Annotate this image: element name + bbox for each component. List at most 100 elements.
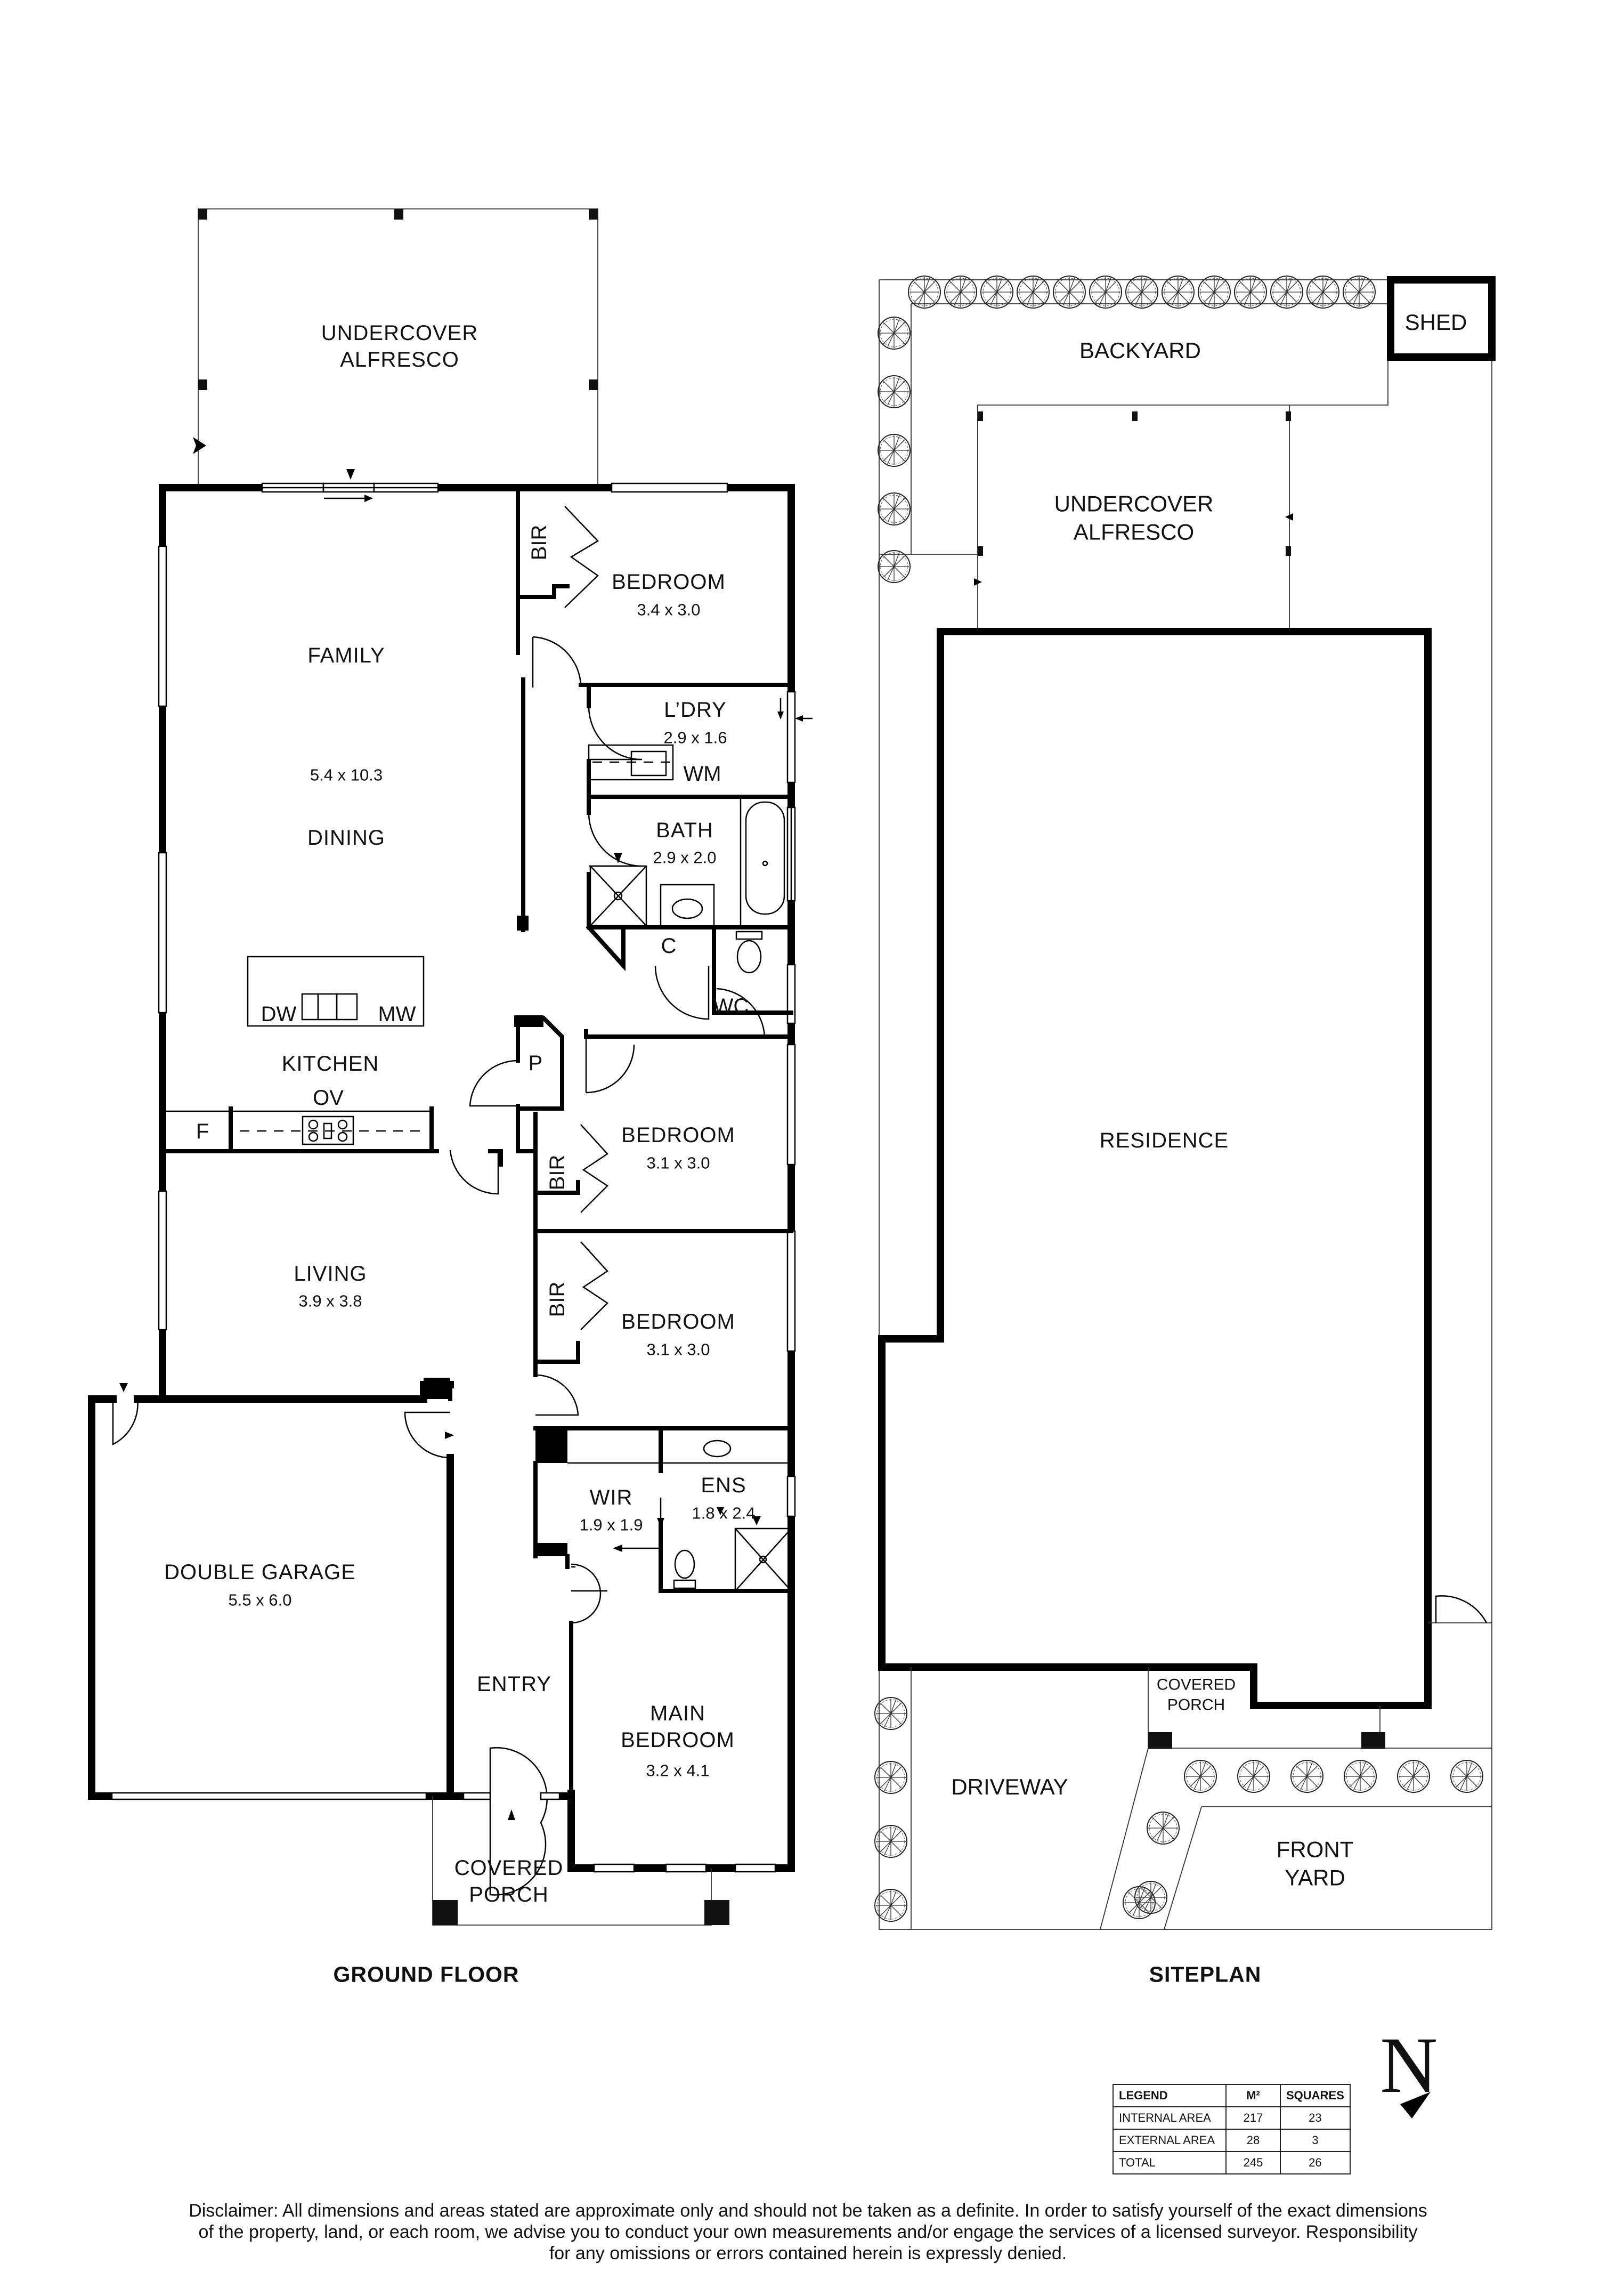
legend-header-row: LEGEND M² SQUARES — [1112, 2084, 1351, 2107]
label-kitchen: KITCHEN — [281, 1052, 379, 1076]
legend-header-m2: M² — [1225, 2084, 1281, 2107]
window-main-bed-3 — [734, 1863, 776, 1873]
label-wir-dims: 1.9 x 1.9 — [579, 1515, 643, 1534]
ground-floor-plan — [88, 208, 813, 1926]
label-bir-3: BIR — [546, 1281, 569, 1317]
legend-header-label: LEGEND — [1112, 2084, 1227, 2107]
laundry-door-arrows — [777, 698, 813, 722]
legend-cell-label: INTERNAL AREA — [1112, 2106, 1227, 2130]
label-wir: WIR — [589, 1486, 633, 1509]
label-bath-dims: 2.9 x 2.0 — [653, 848, 717, 867]
laundry-trough — [588, 744, 674, 781]
label-bedroom-2-dims: 3.4 x 3.0 — [637, 600, 701, 619]
label-bath: BATH — [656, 819, 713, 842]
label-bedroom-4-dims: 3.1 x 3.0 — [646, 1340, 710, 1359]
ensuite-fixtures — [613, 1440, 792, 1592]
area-legend-table: LEGEND M² SQUARES INTERNAL AREA 217 23 E… — [1112, 2084, 1351, 2174]
disclaimer-line-3: for any omissions or errors contained he… — [549, 2243, 1067, 2263]
label-fridge: F — [196, 1120, 209, 1143]
label-bir-2: BIR — [546, 1154, 569, 1191]
label-main-bedroom-dims: 3.2 x 4.1 — [646, 1761, 710, 1780]
window-main-bed-1 — [593, 1863, 635, 1873]
label-alfresco: UNDERCOVER ALFRESCO — [321, 321, 478, 371]
label-shed: SHED — [1404, 309, 1467, 335]
label-residence: RESIDENCE — [1099, 1129, 1229, 1152]
label-driveway: DRIVEWAY — [951, 1774, 1068, 1799]
shed-outline — [1387, 276, 1496, 361]
label-oven: OV — [313, 1086, 344, 1110]
label-garage-dims: 5.5 x 6.0 — [228, 1590, 292, 1610]
label-washing-machine: WM — [683, 762, 721, 786]
label-laundry-dims: 2.9 x 1.6 — [663, 728, 727, 747]
disclaimer-line-2: of the property, land, or each room, we … — [198, 2222, 1418, 2242]
label-bir-1: BIR — [527, 524, 551, 561]
label-ensuite-dims: 1.8 x 2.4 — [692, 1503, 756, 1523]
label-dishwasher: DW — [261, 1003, 297, 1026]
legend-row: INTERNAL AREA 217 23 — [1112, 2106, 1351, 2130]
window-bedroom-4 — [786, 1230, 796, 1352]
bath-shower — [589, 853, 647, 927]
label-wc: WC — [713, 995, 749, 1018]
garage-door — [111, 1792, 427, 1800]
label-site-alfresco: UNDERCOVER ALFRESCO — [1054, 491, 1214, 545]
label-covered-porch: COVERED PORCH — [454, 1856, 564, 1906]
window-main-bed-2 — [665, 1863, 707, 1873]
label-ensuite: ENS — [701, 1474, 746, 1497]
north-arrow-label: N — [1380, 2021, 1438, 2109]
siteplan-title: SITEPLAN — [1149, 1962, 1262, 1987]
window-living-left — [158, 1190, 167, 1331]
label-bedroom-3: BEDROOM — [621, 1123, 735, 1147]
label-living: LIVING — [294, 1262, 367, 1286]
label-family: FAMILY — [307, 644, 385, 667]
tree-row-left-bottom — [874, 1697, 907, 1922]
porch-outline — [432, 1796, 729, 1926]
wc-toilet — [735, 931, 763, 974]
window-family-left-2 — [158, 852, 167, 1014]
legend-cell-squares: 26 — [1280, 2151, 1351, 2174]
label-family-dims: 5.4 x 10.3 — [310, 765, 383, 785]
legend-header-squares: SQUARES — [1280, 2084, 1351, 2107]
label-laundry: L’DRY — [664, 698, 727, 722]
label-bedroom-2: BEDROOM — [612, 570, 726, 594]
window-ensuite — [786, 1475, 796, 1517]
kitchen-island — [247, 956, 425, 1027]
legend-cell-m2: 245 — [1225, 2151, 1281, 2174]
residence-outline — [878, 628, 1432, 1709]
label-bedroom-3-dims: 3.1 x 3.0 — [646, 1153, 710, 1173]
disclaimer-line-1: Disclaimer: All dimensions and areas sta… — [189, 2201, 1427, 2221]
legend-cell-m2: 217 — [1225, 2106, 1281, 2130]
siteplan-drawing — [874, 276, 1496, 2119]
legend-cell-label: TOTAL — [1112, 2151, 1227, 2174]
cooktop — [302, 1115, 354, 1145]
label-dining: DINING — [307, 826, 385, 850]
window-family-left-1 — [158, 545, 167, 707]
door-swings — [112, 506, 766, 1896]
legend-cell-squares: 3 — [1280, 2129, 1351, 2152]
label-backyard: BACKYARD — [1079, 337, 1201, 363]
legend-row: EXTERNAL AREA 28 3 — [1112, 2129, 1351, 2152]
north-arrow-pointer — [1400, 2092, 1431, 2119]
label-bedroom-4: BEDROOM — [621, 1310, 735, 1333]
tree-row-top — [908, 276, 1376, 309]
window-laundry — [786, 691, 796, 783]
legend-cell-m2: 28 — [1225, 2129, 1281, 2152]
label-main-bedroom: MAIN BEDROOM — [621, 1702, 735, 1752]
label-pantry: P — [528, 1052, 543, 1075]
disclaimer-text: Disclaimer: All dimensions and areas sta… — [0, 2200, 1616, 2264]
exterior-walls — [88, 484, 795, 1872]
window-bedroom-top — [611, 482, 728, 493]
window-bedroom-3 — [786, 1044, 796, 1166]
legend-row: TOTAL 245 26 — [1112, 2151, 1351, 2174]
tree-row-left-top — [878, 317, 911, 583]
label-site-porch: COVERED PORCH — [1156, 1676, 1236, 1714]
legend-cell-squares: 23 — [1280, 2106, 1351, 2130]
sliding-door-family — [261, 469, 439, 502]
ground-floor-title: GROUND FLOOR — [333, 1962, 519, 1987]
label-living-dims: 3.9 x 3.8 — [298, 1291, 362, 1311]
window-wc — [786, 964, 796, 1024]
bath-vanity — [660, 884, 715, 928]
legend-cell-label: EXTERNAL AREA — [1112, 2129, 1227, 2152]
bathtub — [740, 796, 792, 928]
alfresco-outline — [193, 208, 598, 486]
